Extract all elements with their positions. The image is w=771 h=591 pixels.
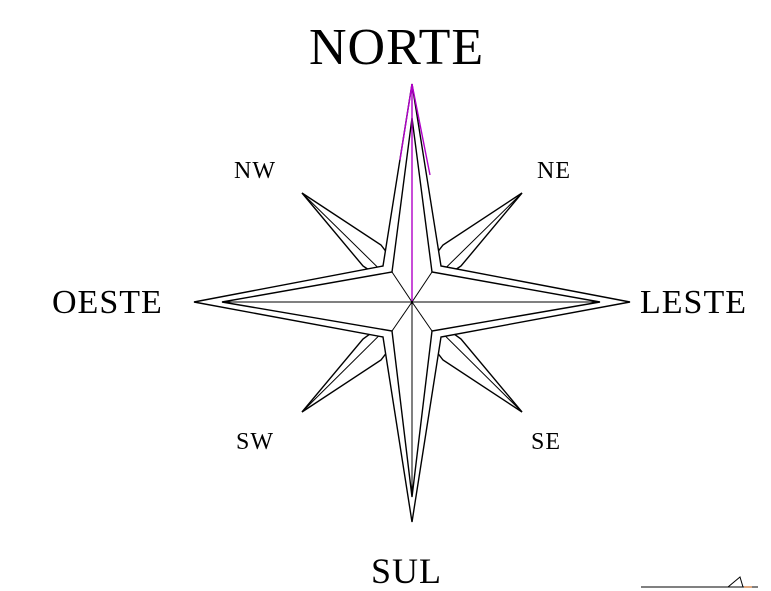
label-east: LESTE (640, 286, 747, 320)
label-southeast: SE (531, 430, 561, 454)
label-north: NORTE (309, 22, 484, 74)
label-south: SUL (371, 553, 442, 589)
scale-bar (641, 577, 758, 587)
label-west: OESTE (52, 286, 163, 320)
label-northwest: NW (234, 159, 276, 183)
label-southwest: SW (236, 430, 274, 454)
label-northeast: NE (537, 159, 571, 183)
